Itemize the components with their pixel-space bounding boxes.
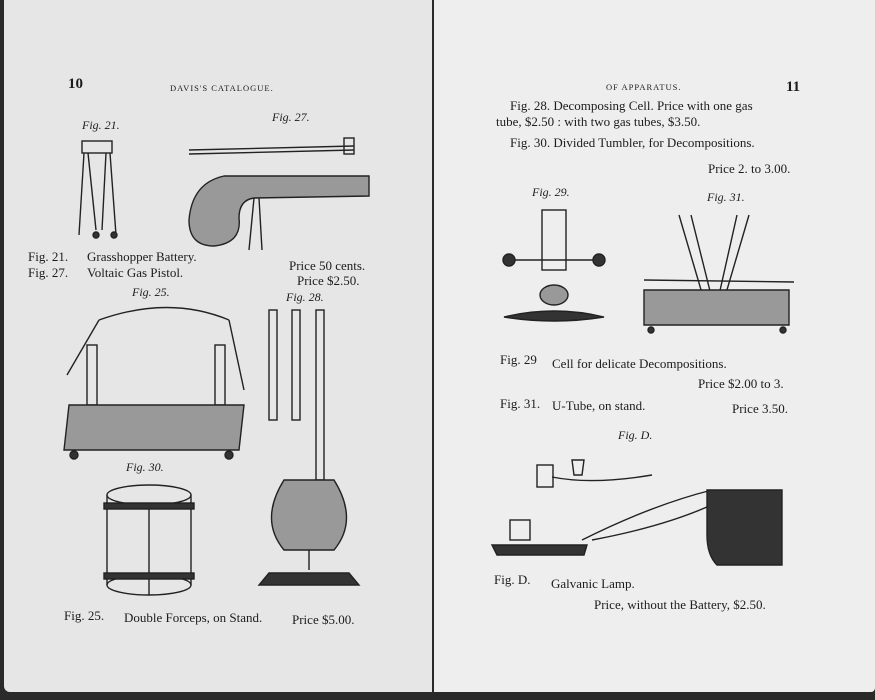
- figure-label: Fig. 28.: [286, 290, 324, 304]
- decomposing-cell-illustration: [257, 309, 361, 586]
- running-head: DAVIS'S CATALOGUE.: [170, 83, 274, 93]
- caption-fig: Fig. D.: [494, 572, 531, 587]
- figure-label: Fig. 25.: [132, 285, 170, 299]
- double-forceps-illustration: [63, 306, 245, 460]
- caption-fig: Fig. 25.: [64, 608, 105, 623]
- u-tube-on-stand-illustration: [643, 214, 795, 334]
- left-page: 10 DAVIS'S CATALOGUE. Fig. 21. Fig. 27. …: [4, 0, 432, 692]
- figure-label: Fig. 29.: [532, 185, 570, 199]
- figure-label: Fig. D.: [618, 428, 653, 442]
- page-number: 11: [786, 79, 801, 95]
- divided-tumbler-illustration: [103, 484, 195, 596]
- page-number: 10: [68, 76, 83, 92]
- caption-price: Price 3.50.: [732, 401, 788, 416]
- right-page: OF APPARATUS. 11 Fig. 28. Decomposing Ce…: [434, 0, 875, 692]
- figure-label: Fig. 27.: [272, 110, 310, 124]
- caption-name: Galvanic Lamp.: [551, 576, 635, 591]
- caption-price: Price $2.50.: [297, 273, 360, 288]
- paragraph-line: Price 2. to 3.00.: [708, 161, 791, 176]
- caption-name: Voltaic Gas Pistol.: [87, 265, 184, 280]
- caption-fig: Fig. 31.: [500, 396, 541, 411]
- paragraph-line: Fig. 30. Divided Tumbler, for Decomposit…: [510, 135, 755, 150]
- caption-price: Price 50 cents.: [289, 258, 366, 273]
- caption-price: Price $5.00.: [292, 612, 355, 627]
- running-head: OF APPARATUS.: [606, 82, 682, 92]
- voltaic-gas-pistol-illustration: [188, 137, 370, 251]
- caption-name: Double Forceps, on Stand.: [124, 610, 263, 625]
- caption-fig: Fig. 21.: [28, 249, 69, 264]
- figure-label: Fig. 30.: [126, 460, 164, 474]
- grasshopper-battery-illustration: [78, 140, 118, 239]
- figure-label: Fig. 31.: [707, 190, 745, 204]
- caption-name: U-Tube, on stand.: [552, 398, 646, 413]
- delicate-decomposition-cell-illustration: [502, 209, 606, 322]
- caption-price: Price, without the Battery, $2.50.: [594, 597, 766, 612]
- figure-label: Fig. 21.: [82, 118, 120, 132]
- paragraph-line: tube, $2.50 : with two gas tubes, $3.50.: [496, 114, 701, 129]
- caption-price: Price $2.00 to 3.: [698, 376, 784, 391]
- caption-name: Cell for delicate Decompositions.: [552, 356, 727, 371]
- caption-fig: Fig. 27.: [28, 265, 69, 280]
- caption-fig: Fig. 29: [500, 352, 537, 367]
- paragraph-line: Fig. 28. Decomposing Cell. Price with on…: [510, 98, 753, 113]
- caption-name: Grasshopper Battery.: [87, 249, 197, 264]
- galvanic-lamp-illustration: [490, 459, 783, 566]
